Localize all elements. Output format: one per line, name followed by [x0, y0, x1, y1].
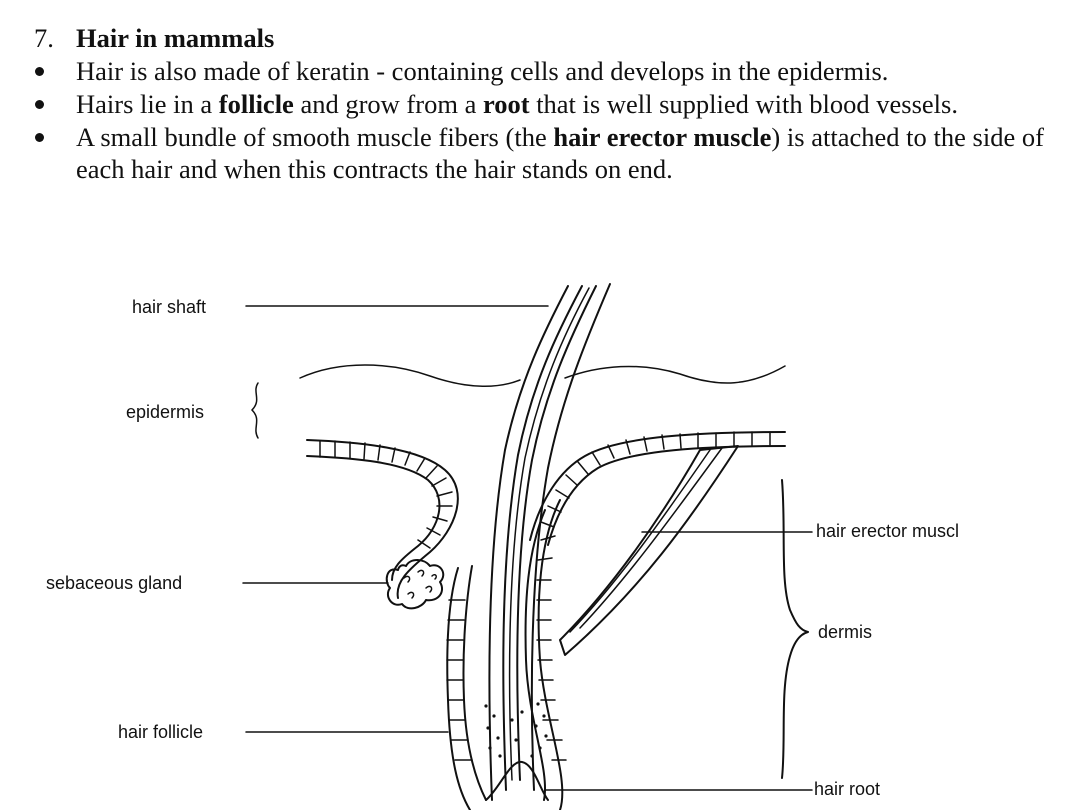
- dermis-brace: [781, 479, 809, 779]
- erector-muscle-fibers: [569, 447, 723, 633]
- text-block: 7. Hair in mammals Hair is also made of k…: [34, 22, 1044, 186]
- bullet-bold-text: hair erector muscle: [553, 122, 772, 152]
- bullet-bold-text: follicle: [218, 89, 294, 119]
- follicle-cells: [446, 535, 567, 761]
- skin-surface-line: [299, 364, 786, 387]
- label-hair-erector-muscle: hair erector muscl: [816, 521, 959, 541]
- section-heading: 7. Hair in mammals: [34, 22, 1044, 54]
- bullet-text: Hair is also made of keratin - containin…: [76, 56, 889, 86]
- epidermal-layer-left-inner: [306, 455, 441, 581]
- label-hair-shaft: hair shaft: [132, 297, 206, 317]
- follicle-inner-right: [524, 509, 546, 801]
- epidermal-cells-right: [540, 431, 771, 528]
- bullet-item: A small bundle of smooth muscle fibers (…: [34, 121, 1044, 185]
- bullet-text: A small bundle of smooth muscle fibers (…: [76, 122, 554, 152]
- bullet-text: ) is attached to the side of each hair a…: [76, 122, 1044, 184]
- bullet-dot-icon: [35, 133, 44, 142]
- heading-title: Hair in mammals: [76, 23, 275, 53]
- epidermal-layer-left-outer: [306, 439, 459, 599]
- heading-number: 7.: [34, 23, 54, 53]
- hair-bulb: [485, 761, 549, 801]
- sebaceous-gland-cells: [403, 569, 437, 599]
- label-dermis: dermis: [818, 622, 872, 642]
- hair-bulb-dots: [484, 702, 548, 758]
- bullet-item: Hair is also made of keratin - containin…: [34, 55, 1044, 87]
- bullet-dot-icon: [35, 100, 44, 109]
- bullet-bold-text: root: [482, 89, 530, 119]
- hair-shaft-inner: [508, 287, 590, 781]
- epidermal-cells-left: [319, 440, 453, 549]
- label-hair-follicle: hair follicle: [118, 722, 203, 742]
- sebaceous-gland: [385, 559, 445, 610]
- bullet-text: that is well supplied with blood vessels…: [529, 89, 958, 119]
- epidermal-layer-right-inner: [547, 445, 786, 546]
- bullet-list: Hair is also made of keratin - containin…: [34, 55, 1044, 185]
- label-hair-root: hair root: [814, 779, 880, 799]
- hair-shaft: [488, 283, 611, 801]
- label-sebaceous-gland: sebaceous gland: [46, 573, 182, 593]
- label-epidermis: epidermis: [126, 402, 204, 422]
- bullet-item: Hairs lie in a follicle and grow from a …: [34, 88, 1044, 120]
- bullet-text: Hairs lie in a: [76, 89, 219, 119]
- epidermis-brace: [250, 382, 259, 439]
- follicle-inner-left: [462, 565, 487, 801]
- bullet-dot-icon: [35, 67, 44, 76]
- bullet-text: and grow from a: [293, 89, 483, 119]
- hair-erector-muscle: [559, 445, 739, 656]
